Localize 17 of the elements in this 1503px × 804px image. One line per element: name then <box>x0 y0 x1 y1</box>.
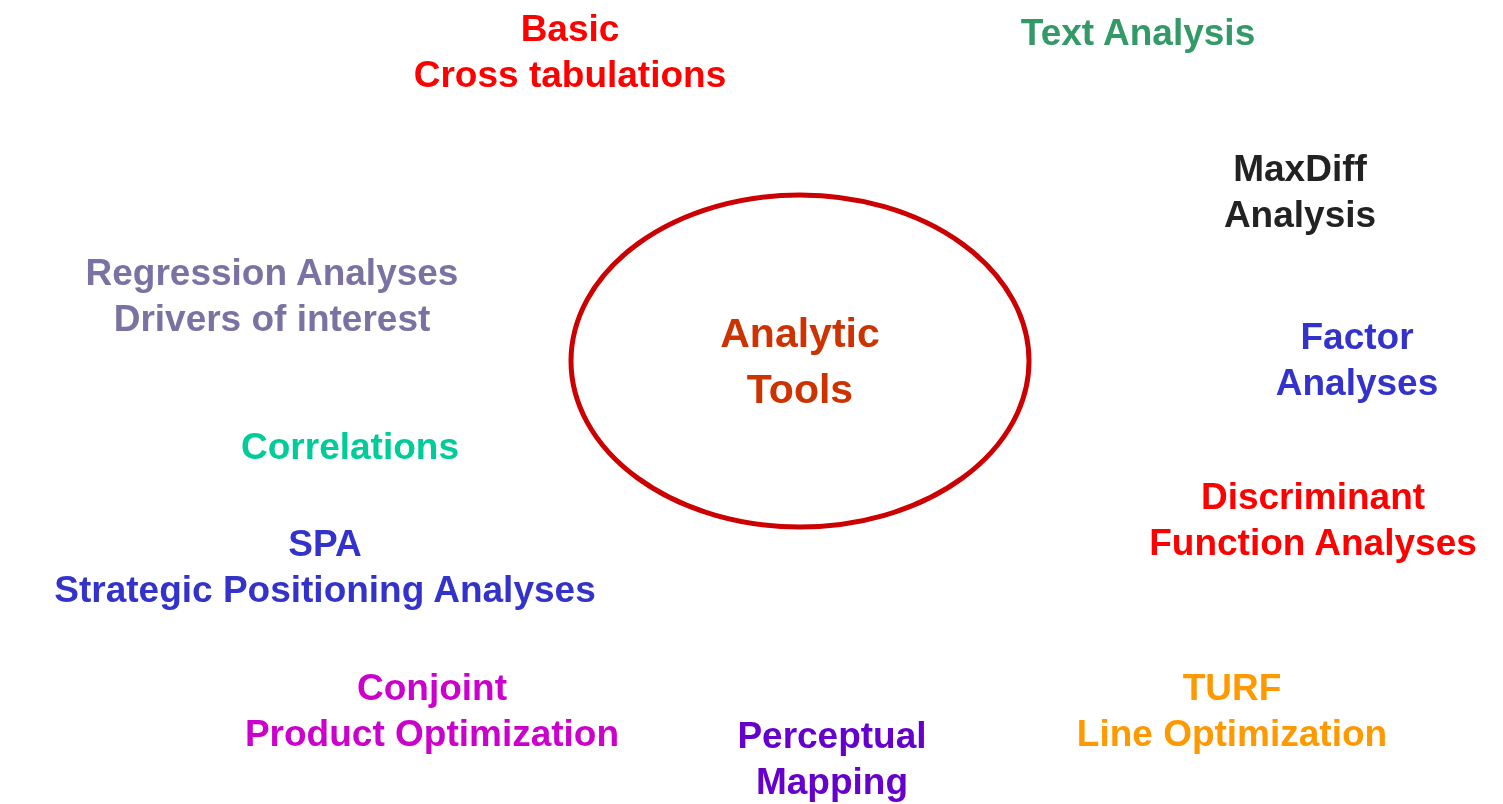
method-label: Discriminant Function Analyses <box>1148 475 1478 565</box>
ellipse-node <box>568 192 1032 530</box>
method-label: Strategic Positioning Analyses <box>53 568 597 612</box>
method-label: MaxDiff Analysis <box>1222 147 1378 237</box>
method-label: Factor Analyses <box>1274 315 1440 405</box>
method-label: Cross tabulations <box>412 53 728 97</box>
method-label: Conjoint <box>356 666 508 710</box>
method-label: TURF <box>1181 666 1283 710</box>
method-label: Drivers of interest <box>112 297 432 341</box>
method-label: Basic <box>519 7 621 51</box>
method-label: Perceptual Mapping <box>736 714 928 804</box>
method-label: Regression Analyses <box>84 251 460 295</box>
method-label: Text Analysis <box>1019 11 1257 55</box>
node-label: Analytic Tools <box>719 309 881 414</box>
method-label: Line Optimization <box>1075 712 1389 756</box>
method-label: Correlations <box>240 425 460 469</box>
method-label: SPA <box>287 522 363 566</box>
